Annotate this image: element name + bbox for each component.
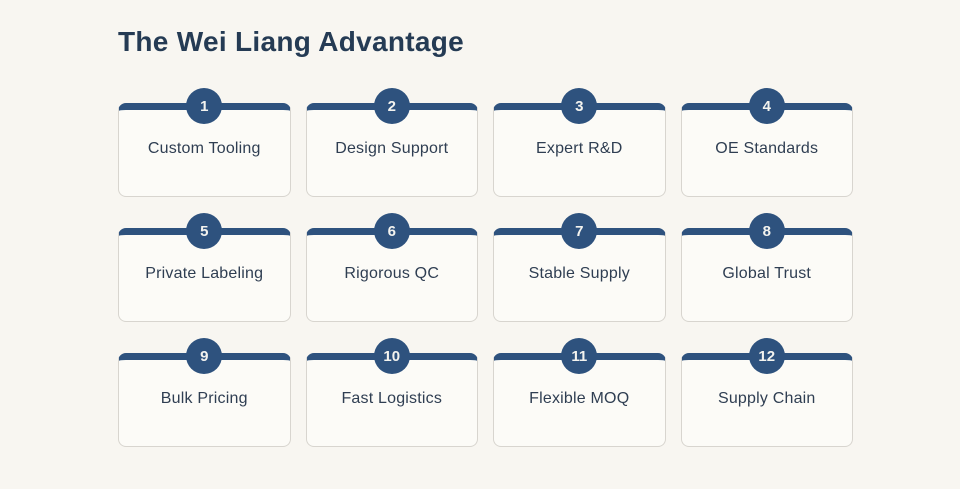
advantage-label: Custom Tooling	[147, 140, 261, 157]
number-badge: 1	[186, 88, 223, 124]
advantage-label: OE Standards	[715, 140, 819, 157]
advantage-card-bulk-pricing: 9 Bulk Pricing	[118, 338, 291, 447]
number-badge: 5	[186, 213, 223, 249]
advantage-card-global-trust: 8 Global Trust	[680, 213, 853, 322]
page-title: The Wei Liang Advantage	[118, 26, 465, 57]
advantage-label: Rigorous QC	[344, 265, 440, 282]
advantage-card-stable-supply: 7 Stable Supply	[493, 213, 666, 322]
advantage-card-fast-logistics: 10 Fast Logistics	[305, 338, 478, 447]
number-badge: 6	[373, 213, 410, 249]
advantage-card-rigorous-qc: 6 Rigorous QC	[305, 213, 478, 322]
advantage-label: Fast Logistics	[341, 390, 443, 407]
advantage-label: Bulk Pricing	[160, 390, 248, 407]
advantage-card-supply-chain: 12 Supply Chain	[680, 338, 853, 447]
number-badge: 10	[373, 338, 410, 374]
advantage-label: Stable Supply	[528, 265, 630, 282]
advantage-label: Global Trust	[722, 265, 812, 282]
advantage-card-design-support: 2 Design Support	[305, 88, 478, 197]
number-badge: 9	[186, 338, 223, 374]
number-badge: 2	[373, 88, 410, 124]
number-badge: 12	[748, 338, 785, 374]
advantage-label: Flexible MOQ	[529, 390, 630, 407]
advantage-card-custom-tooling: 1 Custom Tooling	[118, 88, 291, 197]
number-badge: 11	[561, 338, 598, 374]
advantage-card-oe-standards: 4 OE Standards	[680, 88, 853, 197]
advantage-grid: 1 Custom Tooling 2 Design Support 3 Expe…	[118, 88, 853, 447]
advantage-label: Private Labeling	[145, 265, 264, 282]
number-badge: 4	[748, 88, 785, 124]
number-badge: 7	[561, 213, 598, 249]
advantage-label: Expert R&D	[536, 140, 623, 157]
advantage-label: Supply Chain	[717, 390, 816, 407]
advantage-card-flexible-moq: 11 Flexible MOQ	[493, 338, 666, 447]
advantage-label: Design Support	[335, 140, 449, 157]
number-badge: 8	[748, 213, 785, 249]
advantage-card-private-labeling: 5 Private Labeling	[118, 213, 291, 322]
advantage-card-expert-rd: 3 Expert R&D	[493, 88, 666, 197]
number-badge: 3	[561, 88, 598, 124]
